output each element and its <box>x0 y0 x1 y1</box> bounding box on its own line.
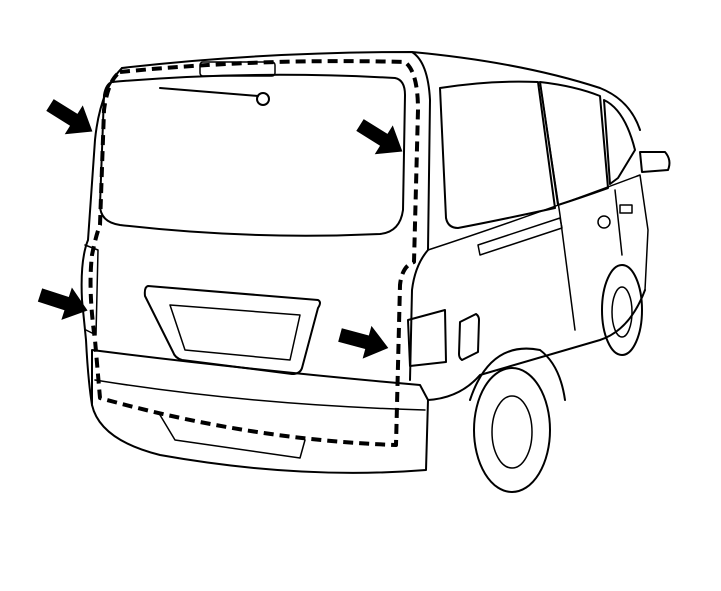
bumper-line <box>94 379 426 411</box>
rear-wheel-arch <box>469 347 566 401</box>
side-window-front <box>539 81 609 206</box>
front-wheel-hub <box>611 286 633 338</box>
license-plate <box>169 304 301 361</box>
arrow-icon <box>338 325 389 359</box>
rear-wheel <box>473 367 551 493</box>
side-window-rear <box>439 80 556 229</box>
side-mirror <box>639 151 671 173</box>
front-door-window <box>603 99 636 185</box>
van-roof <box>121 51 641 131</box>
arrow-icon <box>46 99 93 135</box>
side-lower-body <box>427 289 646 401</box>
side-body-line <box>427 174 649 291</box>
arrow-icon <box>356 119 403 155</box>
front-wheel <box>601 264 643 356</box>
bumper-step <box>159 414 306 459</box>
arrow-icon <box>37 287 88 320</box>
fuel-filler-door <box>458 313 480 361</box>
rear-wheel-hub <box>491 395 533 469</box>
van-rear-right-edge <box>409 51 431 381</box>
front-door-handle <box>619 204 633 214</box>
rear-bumper <box>91 349 429 474</box>
door-handle <box>597 215 611 229</box>
rear-window <box>99 73 406 237</box>
rear-wiper <box>159 87 259 97</box>
left-tail-light <box>84 244 99 336</box>
wiper-pivot <box>256 92 270 106</box>
van-rear-left-edge <box>80 67 123 406</box>
sliding-door-rail <box>477 217 563 256</box>
sliding-door-line <box>539 81 623 331</box>
right-tail-light <box>407 309 447 367</box>
highlight-outline <box>88 59 420 447</box>
license-plate-recess <box>143 285 321 375</box>
